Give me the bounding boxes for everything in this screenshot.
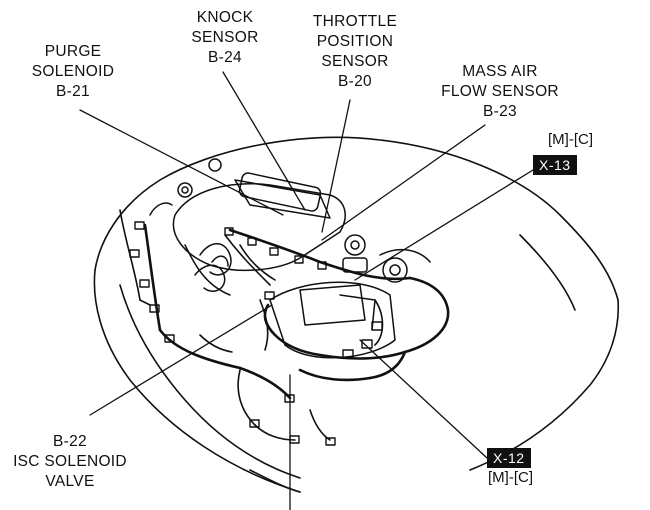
- purge-solenoid-name: PURGE: [44, 43, 102, 60]
- throttle-position-sensor-name: THROTTLE: [312, 13, 398, 30]
- x12-connector-badge: X-12: [487, 448, 531, 468]
- knock-sensor-name-line2: SENSOR: [191, 29, 259, 46]
- purge-solenoid-code: B-21: [56, 83, 90, 100]
- purge-solenoid-label: PURGE SOLENOID B-21: [18, 42, 128, 102]
- leader-throttle-position-sensor: [321, 99, 351, 233]
- x13-bracket-text: [M]-[C]: [548, 131, 593, 148]
- throttle-position-sensor-name-line3: SENSOR: [321, 53, 389, 70]
- leader-knock-sensor: [222, 71, 306, 211]
- mass-air-flow-sensor-label: MASS AIR FLOW SENSOR B-23: [415, 62, 585, 122]
- leader-mass-air-flow-sensor: [321, 124, 486, 241]
- leader-x13-connector: [354, 169, 534, 281]
- car-body-outline: [93, 136, 620, 493]
- isc-solenoid-valve-label: B-22 ISC SOLENOID VALVE: [0, 432, 140, 492]
- purge-solenoid-name-line2: SOLENOID: [31, 63, 115, 80]
- throttle-position-sensor-name-line2: POSITION: [316, 33, 394, 50]
- isc-solenoid-valve-code: B-22: [53, 433, 87, 450]
- x13-connector-badge: X-13: [533, 155, 577, 175]
- engine-block: [149, 158, 431, 359]
- leader-x12-connector: [359, 339, 488, 459]
- mass-air-flow-sensor-name: MASS AIR: [462, 63, 538, 80]
- connector-plugs: [129, 221, 383, 446]
- mass-air-flow-sensor-name-line2: FLOW SENSOR: [441, 83, 559, 100]
- throttle-position-sensor-label: THROTTLE POSITION SENSOR B-20: [295, 12, 415, 92]
- leader-purge-solenoid: [79, 109, 284, 216]
- knock-sensor-name: KNOCK: [196, 9, 254, 26]
- leader-lines: [79, 71, 534, 510]
- throttle-position-sensor-code: B-20: [338, 73, 372, 90]
- mass-air-flow-sensor-code: B-23: [483, 103, 517, 120]
- leader-isc-solenoid-valve: [89, 304, 273, 416]
- isc-solenoid-valve-name: ISC SOLENOID: [13, 453, 127, 470]
- isc-solenoid-valve-name-line2: VALVE: [45, 473, 95, 490]
- knock-sensor-code: B-24: [208, 49, 242, 66]
- knock-sensor-label: KNOCK SENSOR B-24: [170, 8, 280, 68]
- x12-bracket-text: [M]-[C]: [488, 469, 533, 486]
